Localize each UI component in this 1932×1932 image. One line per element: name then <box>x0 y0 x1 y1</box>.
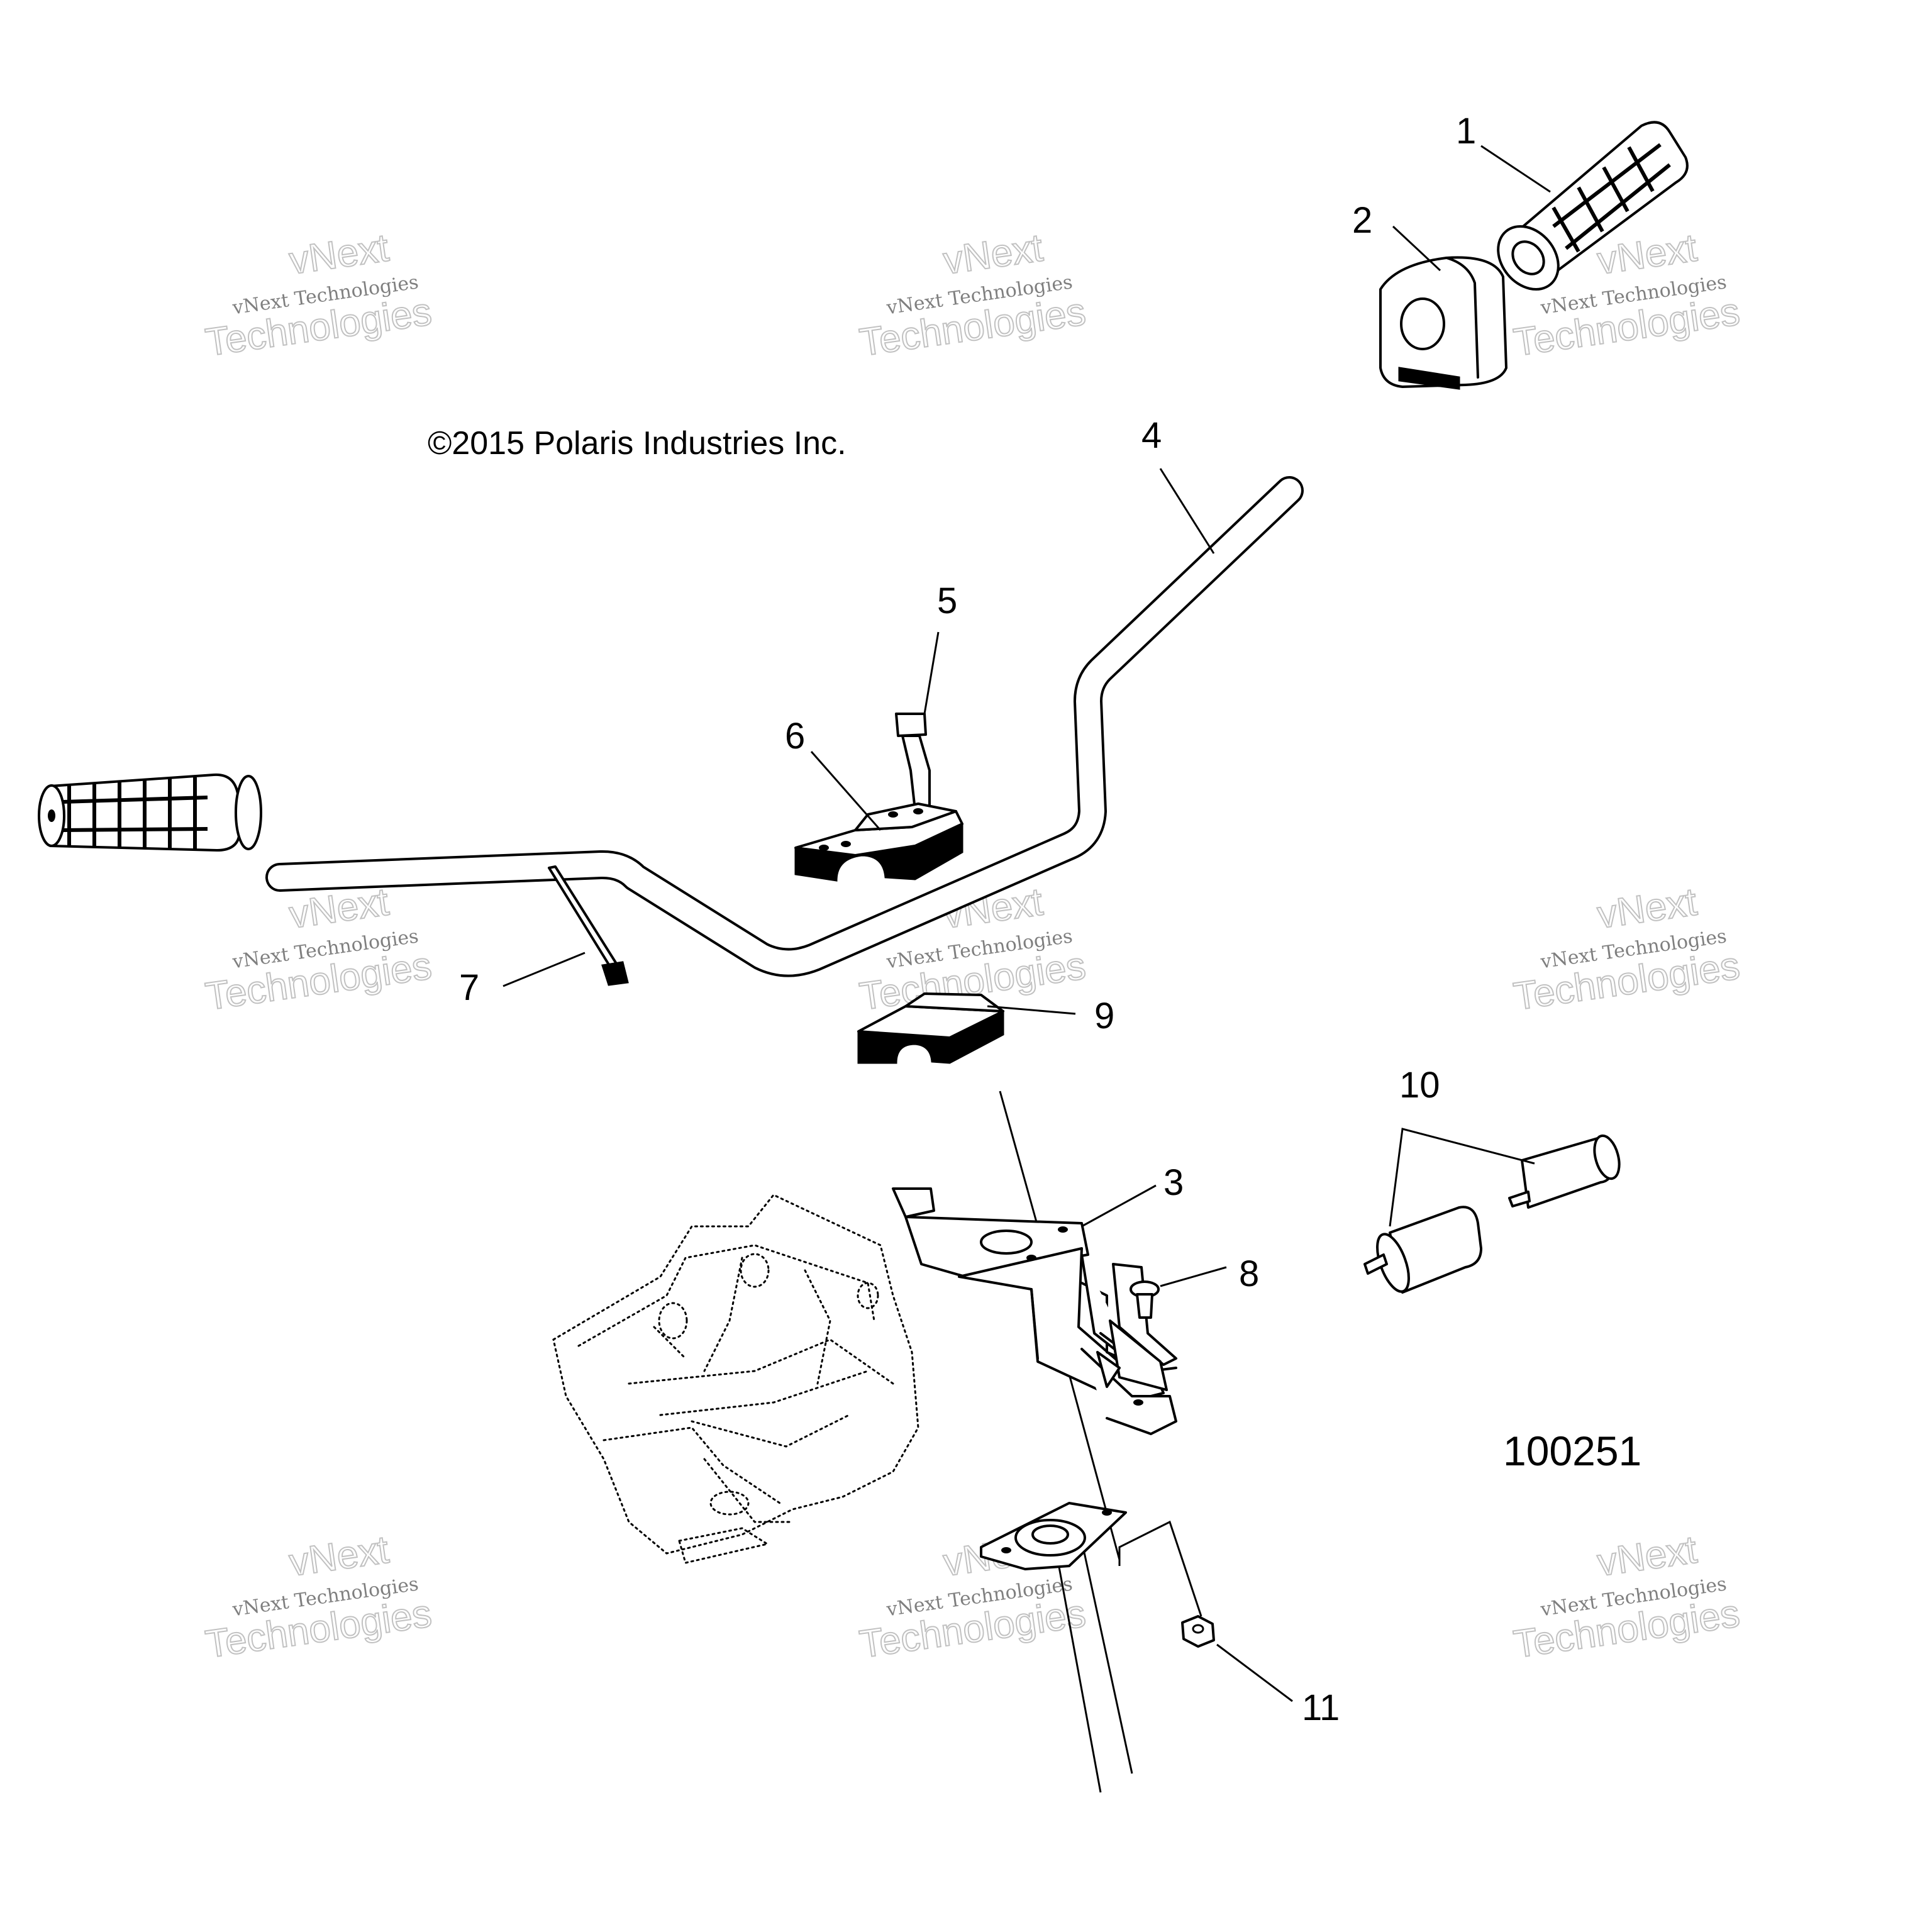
watermark-top: vNext <box>1595 1528 1700 1585</box>
watermark: vNext vNext Technologies Technologies <box>1511 1528 1743 1667</box>
copyright-notice: ©2015 Polaris Industries Inc. <box>428 425 847 462</box>
callout-9: 9 <box>1094 996 1114 1036</box>
throttle-part-2 <box>1379 256 1507 390</box>
steering-post <box>999 1091 1133 1793</box>
grip-part-1 <box>1497 121 1689 291</box>
callout-5: 5 <box>937 580 957 621</box>
watermark: vNext vNext Technologies Technologies <box>203 226 435 365</box>
watermark: vNext vNext Technologies Technologies <box>203 1528 435 1667</box>
watermark-top: vNext <box>1595 226 1700 283</box>
watermark-top: vNext <box>1595 880 1700 937</box>
cable-tie-part-7 <box>548 865 629 986</box>
part-10 <box>1363 1134 1621 1294</box>
screw-part-8 <box>1130 1280 1160 1319</box>
left-grip <box>38 773 262 852</box>
steering-mount-plate <box>980 1502 1127 1570</box>
callout-1: 1 <box>1456 111 1476 152</box>
watermark-top: vNext <box>287 1528 392 1585</box>
callout-7: 7 <box>459 967 479 1008</box>
upper-clamp-part-6 <box>794 802 963 882</box>
callout-3: 3 <box>1163 1162 1184 1203</box>
handlebar <box>265 476 1304 977</box>
watermark: vNext vNext Technologies Technologies <box>857 226 1089 365</box>
leader-lines <box>502 145 1551 1702</box>
headlight-pod <box>552 1194 919 1564</box>
callout-numbers: 1 2 3 4 5 6 7 8 9 10 11 <box>459 111 1476 1728</box>
watermark-top: vNext <box>287 226 392 283</box>
callout-11: 11 <box>1302 1687 1340 1728</box>
watermark: vNext vNext Technologies Technologies <box>203 880 435 1019</box>
lower-clamp-part-9 <box>857 992 1004 1064</box>
callout-2: 2 <box>1352 200 1372 241</box>
callout-6: 6 <box>785 716 805 757</box>
watermark-top: vNext <box>941 226 1046 283</box>
watermark: vNext vNext Technologies Technologies <box>1511 226 1743 365</box>
callout-8: 8 <box>1239 1253 1259 1294</box>
drawing-number: 100251 <box>1503 1428 1641 1474</box>
bolt-part-5 <box>895 713 931 811</box>
callout-4: 4 <box>1141 415 1162 456</box>
bracket-part-3 <box>892 1187 1177 1435</box>
watermark: vNext vNext Technologies Technologies <box>1511 880 1743 1019</box>
nut-part-11 <box>1181 1615 1215 1648</box>
callout-10: 10 <box>1399 1065 1440 1106</box>
